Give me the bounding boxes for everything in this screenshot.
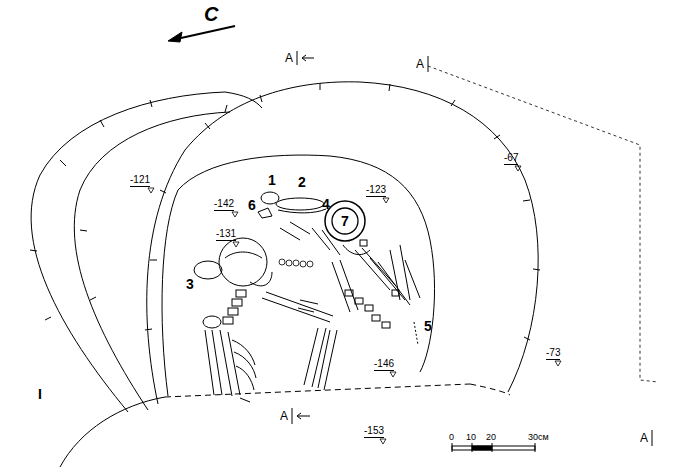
depth-mark: -121: [130, 175, 150, 187]
section-marker: A: [285, 52, 293, 64]
depth-mark: -67: [504, 153, 518, 165]
callout-number: I: [38, 387, 42, 401]
north-arrow-letter: С: [204, 4, 218, 24]
callout-number: 5: [424, 319, 432, 333]
section-marker: A: [280, 410, 288, 422]
scale-label: 30см: [528, 433, 549, 442]
depth-mark: -142: [214, 199, 234, 211]
depth-mark: -73: [546, 348, 560, 360]
scale-label: 0: [449, 433, 454, 442]
vessel-circle: 7: [331, 207, 359, 235]
callout-number: 7: [331, 213, 359, 229]
section-marker: A: [640, 432, 648, 444]
depth-mark: -153: [364, 426, 384, 438]
depth-mark: -131: [216, 229, 236, 241]
scale-label: 20: [486, 433, 496, 442]
callout-number: 3: [186, 277, 194, 291]
callout-number: 6: [248, 198, 256, 212]
callout-number: 2: [298, 175, 306, 189]
scale-label: 10: [466, 433, 476, 442]
depth-mark: -123: [366, 185, 386, 197]
section-marker: A: [416, 58, 424, 70]
callout-number: 1: [268, 173, 276, 187]
callout-number: 4: [322, 197, 330, 211]
depth-mark: -146: [374, 359, 394, 371]
